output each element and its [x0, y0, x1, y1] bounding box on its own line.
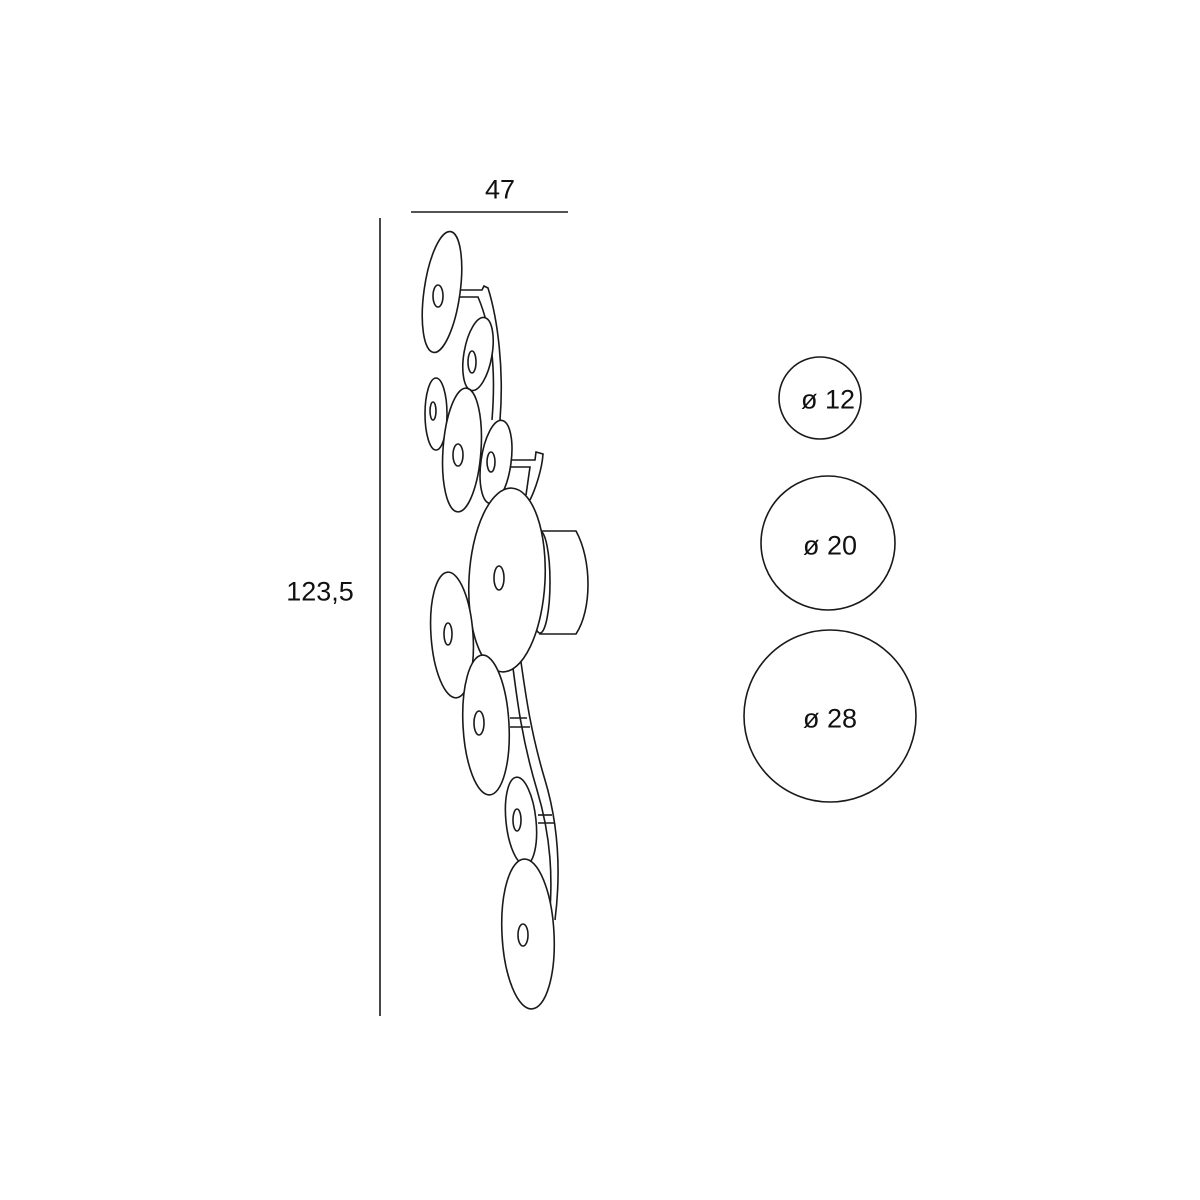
- support-frame: [458, 284, 559, 921]
- shade: [467, 487, 547, 673]
- shade: [421, 230, 463, 354]
- shade-size-circle-20: [760, 475, 896, 611]
- shade-size-circle-12: [778, 356, 862, 440]
- shade-size-label: ø 20: [802, 530, 858, 561]
- shade-size-label: ø 12: [800, 384, 856, 415]
- height-dimension-label: 123,5: [286, 576, 354, 607]
- shade: [500, 858, 556, 1010]
- shade: [504, 776, 538, 866]
- shade: [461, 316, 495, 392]
- shade: [429, 571, 475, 699]
- shade: [424, 377, 448, 451]
- width-dimension-label: 47: [484, 174, 516, 205]
- shade: [441, 387, 483, 513]
- shade: [479, 419, 513, 505]
- shade-size-label: ø 28: [802, 703, 858, 734]
- shade: [461, 654, 511, 796]
- shade-size-circle-28: [743, 629, 917, 803]
